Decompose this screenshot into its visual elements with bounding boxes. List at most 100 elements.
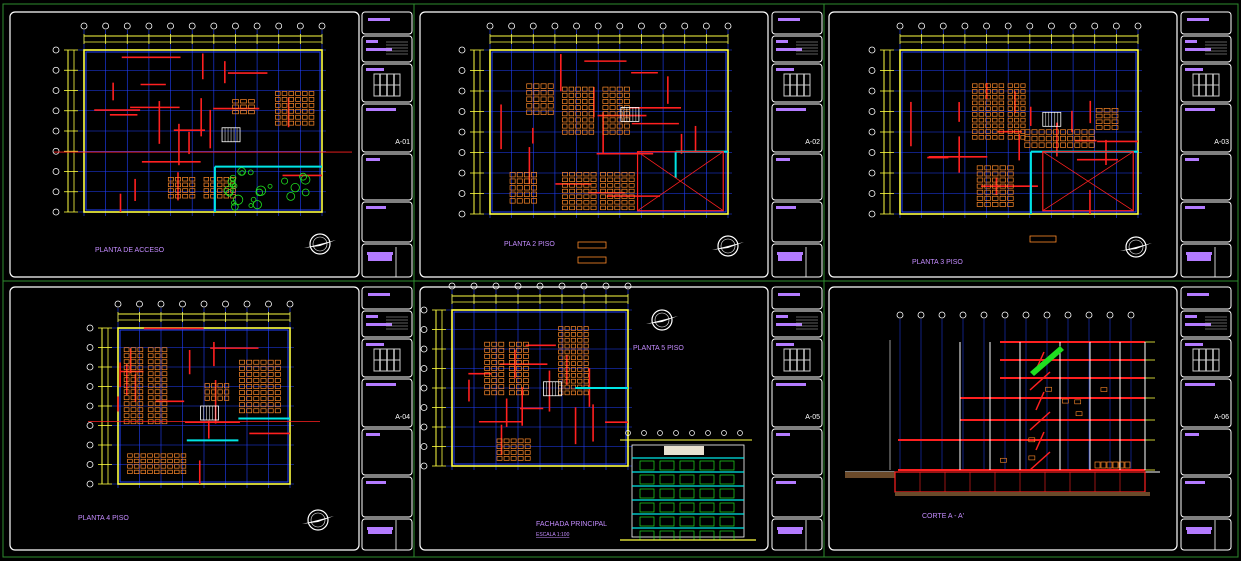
cad-rect [531, 178, 537, 184]
grid-bubble [1022, 311, 1030, 319]
cad-rect [998, 129, 1005, 134]
cad-rect [523, 360, 529, 365]
cad-rect [503, 438, 510, 444]
title-block-tag [776, 68, 794, 71]
cad-rect [174, 464, 180, 469]
cad-rect [496, 438, 503, 444]
cad-rect [503, 450, 510, 455]
cad-rect [621, 205, 628, 211]
cad-rect [1014, 94, 1020, 100]
cad-rect [568, 123, 575, 129]
cad-rect [253, 390, 260, 395]
cad-rect [204, 383, 210, 389]
cad-rect [1052, 129, 1059, 135]
grid-bubble [188, 22, 196, 30]
cad-rect [1020, 89, 1026, 94]
cad-rect [274, 359, 281, 365]
grid-bubble [458, 128, 466, 136]
cad-rect [577, 355, 583, 361]
cad-rect [523, 390, 529, 396]
cad-rect [1007, 89, 1013, 94]
grid-bubble [232, 22, 239, 30]
title-block-cell [1180, 378, 1232, 428]
cad-rect [308, 108, 315, 114]
cad-rect [583, 188, 590, 194]
cad-rect [524, 450, 531, 455]
cad-rect [602, 105, 609, 111]
cad-rect [1014, 135, 1020, 140]
cad-rect [516, 191, 523, 197]
floor-plan [458, 22, 732, 218]
cad-rect [547, 103, 554, 109]
title-block-tag [1185, 68, 1203, 71]
cad-rect [540, 83, 547, 89]
cad-rect [161, 389, 168, 395]
cad-rect [161, 371, 168, 377]
facade-elevation [620, 430, 756, 541]
cad-rect [1014, 100, 1020, 106]
facade-element [664, 446, 704, 455]
floor-plan [86, 300, 320, 488]
cad-rect [203, 182, 210, 188]
cad-rect [281, 120, 288, 126]
title-block-cell [1180, 243, 1232, 278]
cad-rect [498, 390, 505, 396]
cad-rect [540, 103, 547, 109]
cad-rect [575, 86, 581, 92]
cad-rect [508, 347, 515, 353]
cad-rect [484, 378, 491, 384]
title-block-tag [778, 18, 800, 21]
cad-rect [267, 402, 274, 408]
grid-bubble [86, 402, 94, 410]
cad-rect [137, 407, 144, 413]
cad-rect [562, 99, 568, 104]
cad-rect [253, 365, 260, 371]
cad-rect [639, 460, 655, 471]
cad-rect [524, 456, 531, 461]
building-section [845, 311, 1160, 496]
cad-rect [577, 241, 607, 249]
cad-rect [583, 361, 589, 366]
grid-bubble [420, 384, 428, 392]
cad-rect [1045, 129, 1052, 135]
cad-rect [999, 183, 1006, 189]
cad-rect [978, 129, 985, 134]
cad-rect [491, 384, 498, 390]
cad-rect [1088, 142, 1095, 148]
cad-rect [133, 453, 140, 458]
cad-rect [558, 361, 564, 366]
title-block-tag [366, 206, 386, 209]
title-block-cell [771, 286, 823, 310]
cad-rect [140, 458, 147, 464]
cad-rect [288, 91, 294, 96]
cad-rect [1074, 129, 1081, 135]
grid-bubble [602, 282, 610, 290]
cad-rect [517, 456, 524, 461]
title-block-tag [368, 255, 392, 261]
cad-rect [517, 450, 524, 455]
cad-rect [523, 366, 529, 371]
grid-bubble [917, 311, 925, 319]
grid-bubble [558, 282, 566, 290]
cad-rect [984, 165, 991, 171]
cad-rect [523, 341, 529, 347]
grid-bubble [286, 300, 294, 308]
cad-rect [985, 117, 991, 123]
cad-rect [616, 86, 623, 92]
grid-bubble [918, 22, 926, 30]
tree-symbol [250, 196, 257, 203]
sheet-number: A-05 [805, 414, 820, 421]
cad-rect [558, 343, 564, 349]
cad-rect [189, 188, 196, 193]
cad-rect [562, 194, 568, 199]
grid-bubble [659, 22, 667, 30]
cad-rect [575, 111, 581, 117]
cad-rect [540, 96, 547, 102]
cad-rect [275, 97, 281, 102]
cad-rect [130, 383, 137, 389]
cad-rect [576, 172, 583, 177]
cad-rect [1111, 125, 1119, 130]
grid-bubble [420, 326, 428, 333]
cad-rect [526, 90, 533, 96]
